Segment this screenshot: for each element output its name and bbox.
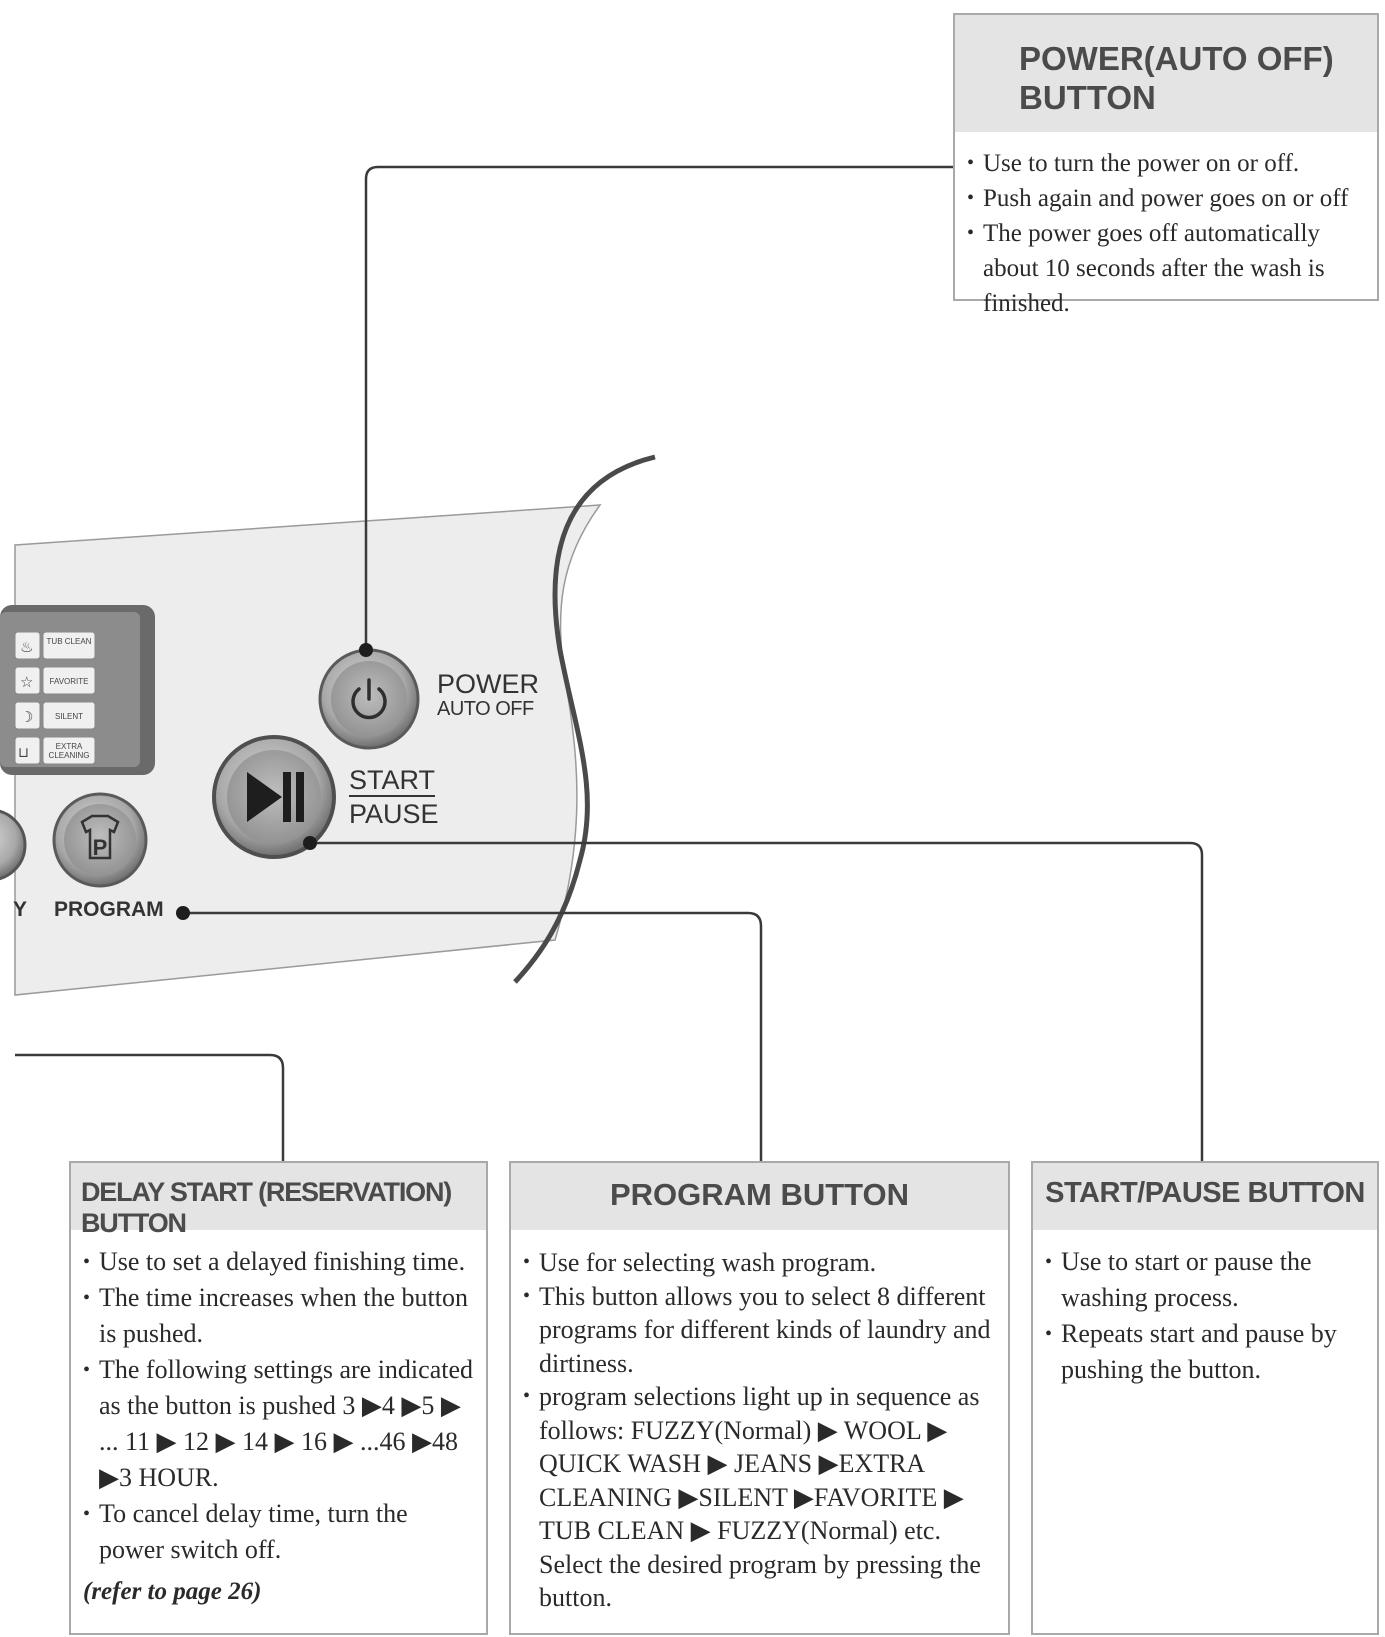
power-icon bbox=[351, 678, 387, 720]
basin-icon: ⊔ bbox=[18, 745, 29, 761]
program-label: PROGRAM bbox=[54, 898, 164, 921]
key-tub-clean[interactable] bbox=[14, 631, 96, 660]
key-silent[interactable] bbox=[14, 701, 96, 730]
leader-line-program bbox=[183, 911, 763, 1161]
list-item: To cancel delay time, turn the power swi… bbox=[83, 1496, 478, 1568]
delay-start-info-box: DELAY START (RESERVATION) BUTTON Use to … bbox=[69, 1161, 488, 1635]
play-pause-icon bbox=[247, 772, 304, 822]
power-box-title-line2: BUTTON bbox=[1019, 79, 1156, 116]
moon-icon: ☽ bbox=[20, 708, 33, 726]
page-reference-note: (refer to page 26) bbox=[83, 1578, 262, 1605]
svg-text:P: P bbox=[93, 835, 108, 860]
partial-delay-label: Y bbox=[13, 898, 28, 921]
key-favorite[interactable] bbox=[14, 666, 96, 695]
power-sub-label: AUTO OFF bbox=[437, 698, 534, 720]
key-extra-cleaning[interactable] bbox=[14, 736, 96, 765]
leader-line-power bbox=[364, 165, 955, 650]
program-box-list: Use for selecting wash program. This but… bbox=[523, 1246, 1000, 1615]
leader-line-start-pause bbox=[310, 841, 1204, 1161]
startpause-box-list: Use to start or pause the washing proces… bbox=[1045, 1244, 1369, 1388]
power-box-title: POWER(AUTO OFF) BUTTON bbox=[955, 15, 1377, 132]
power-box-list: Use to turn the power on or off. Push ag… bbox=[967, 146, 1369, 321]
power-button-info-box: POWER(AUTO OFF) BUTTON Use to turn the p… bbox=[953, 13, 1379, 317]
list-item: The power goes off automatically about 1… bbox=[967, 216, 1369, 321]
program-button-info-box: PROGRAM BUTTON Use for selecting wash pr… bbox=[509, 1161, 1010, 1635]
delay-start-button[interactable] bbox=[0, 809, 27, 881]
list-item: Use to set a delayed finishing time. bbox=[83, 1244, 478, 1280]
delay-box-list: Use to set a delayed finishing time. The… bbox=[83, 1244, 478, 1568]
key-label-favorite: FAVORITE bbox=[49, 677, 89, 686]
key-label-tub-clean: TUB CLEAN bbox=[46, 637, 92, 646]
list-item: Use to turn the power on or off. bbox=[967, 146, 1369, 181]
leader-line-delay bbox=[15, 1053, 285, 1161]
startpause-box-title: START/PAUSE BUTTON bbox=[1033, 1163, 1377, 1230]
shirt-p-icon: P bbox=[80, 814, 120, 860]
power-box-title-line1: POWER(AUTO OFF) bbox=[1019, 40, 1334, 77]
start-label: START bbox=[349, 765, 436, 797]
start-pause-info-box: START/PAUSE BUTTON Use to start or pause… bbox=[1031, 1161, 1379, 1635]
delay-box-title: DELAY START (RESERVATION) BUTTON bbox=[71, 1163, 486, 1238]
power-label: POWER bbox=[437, 669, 540, 699]
key-label-silent: SILENT bbox=[54, 712, 83, 721]
key-label-extra-cleaning: EXTRA CLEANING bbox=[48, 742, 90, 760]
list-item: This button allows you to select 8 diffe… bbox=[523, 1280, 1000, 1381]
list-item: Repeats start and pause by pushing the b… bbox=[1045, 1316, 1369, 1388]
tub-icon: ♨ bbox=[20, 638, 33, 656]
star-icon: ☆ bbox=[20, 673, 33, 691]
list-item: The following settings are indicated as … bbox=[83, 1352, 478, 1496]
panel-curve bbox=[513, 454, 656, 984]
list-item: Use to start or pause the washing proces… bbox=[1045, 1244, 1369, 1316]
program-box-title: PROGRAM BUTTON bbox=[511, 1163, 1008, 1230]
list-item: program selections light up in sequence … bbox=[523, 1380, 1000, 1615]
list-item: Use for selecting wash program. bbox=[523, 1246, 1000, 1280]
list-item: The time increases when the button is pu… bbox=[83, 1280, 478, 1352]
pause-label: PAUSE bbox=[349, 799, 439, 829]
list-item: Push again and power goes on or off bbox=[967, 181, 1369, 216]
